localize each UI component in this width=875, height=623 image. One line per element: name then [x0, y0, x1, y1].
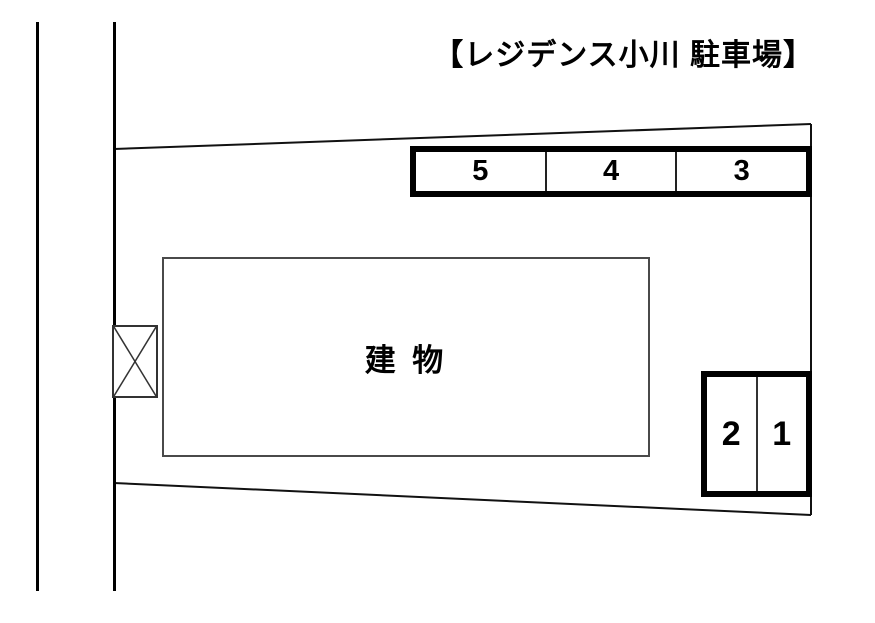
crossed-box-icon [112, 325, 158, 398]
parking-space-1: 1 [757, 377, 806, 491]
parking-space-5: 5 [416, 152, 547, 191]
parking-block-bottom: 2 1 [701, 371, 812, 497]
crossed-box-diagonal-2 [114, 327, 156, 396]
building-label: 建 物 [364, 342, 448, 378]
parking-space-3: 3 [677, 152, 807, 191]
parking-row-top: 5 4 3 [410, 146, 812, 197]
building-outline: 建 物 [162, 257, 650, 457]
road-edge-line-left [36, 22, 39, 591]
parking-space-4: 4 [546, 152, 678, 191]
road-edge-line-right [113, 22, 116, 591]
page-title: 【レジデンス小川 駐車場】 [433, 39, 814, 72]
parking-space-2: 2 [707, 377, 758, 491]
